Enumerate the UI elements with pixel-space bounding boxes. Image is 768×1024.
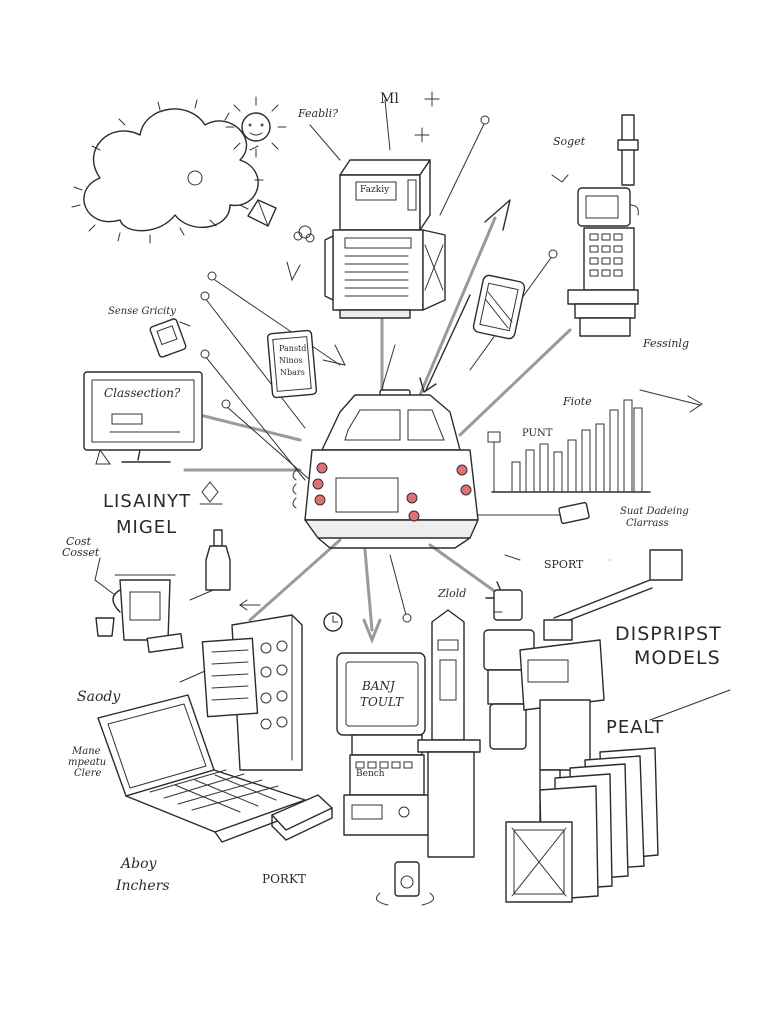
label-porkt: PORKT bbox=[262, 872, 306, 886]
label-lisainyt: LISAINYT bbox=[103, 491, 192, 512]
speaker-icon bbox=[375, 861, 435, 906]
label-saody: Saody bbox=[77, 689, 121, 705]
tablet-line-3: Nbars bbox=[280, 368, 305, 377]
kiosk-screen-line-1: BANJ bbox=[362, 679, 395, 693]
coffee-mug bbox=[112, 574, 176, 641]
register-label: Bench bbox=[356, 769, 385, 779]
label-sense-gricity: Sense Gricity bbox=[108, 306, 176, 317]
handheld-scanner-icon bbox=[149, 318, 191, 358]
label-zlold: Zlold bbox=[438, 587, 467, 600]
label-migel: MIGEL bbox=[116, 517, 178, 538]
label-mpeatu: mpeatu bbox=[68, 757, 107, 768]
label-feabli: Feabli? bbox=[298, 107, 339, 120]
box-icon bbox=[146, 633, 184, 653]
pillar-terminal bbox=[417, 609, 481, 858]
label-fessinlg: Fessinlg bbox=[643, 337, 689, 350]
label-cost: Cost bbox=[66, 535, 92, 548]
label-cosset: Cosset bbox=[62, 546, 100, 559]
bottle-icon bbox=[205, 529, 231, 591]
kiosk-terminal bbox=[336, 652, 431, 836]
label-soget: Soget bbox=[553, 135, 586, 148]
hard-drive-icon bbox=[271, 794, 333, 841]
vending-robot bbox=[567, 114, 639, 337]
flower-icon bbox=[293, 225, 315, 243]
bar-chart-sketch bbox=[487, 399, 651, 493]
fridge-cabinet bbox=[324, 159, 446, 319]
tablet-device bbox=[266, 329, 318, 399]
tablet-line-2: Ninos bbox=[279, 356, 303, 365]
central-vehicle bbox=[292, 389, 479, 549]
label-sport: SPORT bbox=[544, 558, 584, 571]
control-panel bbox=[201, 614, 303, 771]
kite-icon bbox=[247, 199, 277, 227]
tablet-line-1: Panstd bbox=[279, 344, 307, 353]
kiosk-screen-line-2: TOULT bbox=[360, 695, 403, 709]
tail-lights bbox=[312, 462, 472, 522]
diamond-marker bbox=[199, 481, 223, 505]
label-clere: Clere bbox=[74, 768, 102, 779]
monitor-screen-text: Classection? bbox=[104, 386, 181, 400]
label-suat-dadeing: Suat Dadeing bbox=[620, 506, 689, 517]
label-dispripst: DISPRIPST bbox=[615, 623, 722, 645]
label-pealt: PEALT bbox=[606, 717, 665, 738]
fridge-panel-text: Fazkiy bbox=[360, 185, 390, 195]
plus-markers bbox=[414, 91, 503, 613]
clock-icon bbox=[323, 612, 343, 632]
label-clarrass: Clarrass bbox=[626, 518, 669, 529]
desktop-monitor bbox=[83, 371, 203, 465]
laptop-computer bbox=[97, 694, 313, 843]
cloud-icon bbox=[71, 99, 264, 244]
label-inchers: Inchers bbox=[116, 878, 170, 894]
wallet-icon bbox=[558, 501, 590, 525]
vent-grille bbox=[344, 255, 409, 297]
cup-icon bbox=[95, 617, 115, 637]
sun-icon bbox=[225, 96, 287, 158]
label-mane: Mane bbox=[72, 746, 101, 757]
label-aboy: Aboy bbox=[121, 856, 157, 872]
label-mi: Ml bbox=[380, 91, 399, 107]
label-models: MODELS bbox=[634, 647, 721, 669]
label-punt: PUNT bbox=[522, 428, 553, 439]
label-fiote: Fiote bbox=[563, 395, 592, 408]
smartphone-icon bbox=[472, 274, 526, 340]
file-folder-stack bbox=[505, 747, 659, 903]
